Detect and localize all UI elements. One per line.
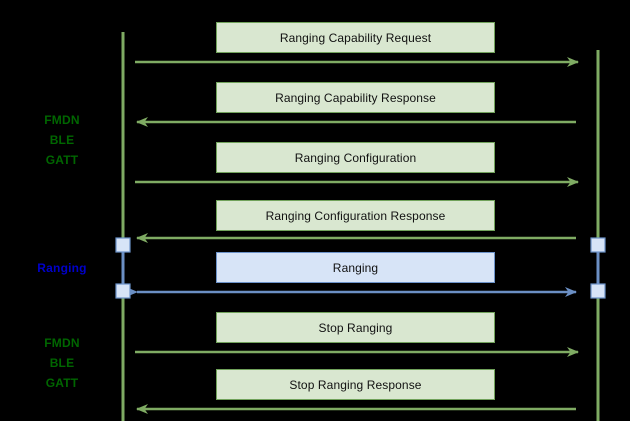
msg-ranging-configuration[interactable]: Ranging Configuration [216, 142, 495, 173]
activation-bars-group [115, 237, 606, 299]
phase-ranging-line-0: Ranging [37, 261, 87, 275]
phase-fmdn-ble-gatt-2-line-2: GATT [45, 376, 79, 390]
phase-fmdn-ble-gatt-2-line-1: BLE [49, 356, 75, 370]
activation-right-start-marker [590, 237, 606, 253]
msg-stop-ranging-response[interactable]: Stop Ranging Response [216, 369, 495, 400]
msg-stop-ranging-label: Stop Ranging [318, 320, 393, 335]
msg-ranging-configuration-response[interactable]: Ranging Configuration Response [216, 200, 495, 231]
msg-stop-ranging-response-label: Stop Ranging Response [289, 377, 422, 392]
activation-left-start-marker [115, 237, 131, 253]
msg-ranging-capability-request[interactable]: Ranging Capability Request [216, 22, 495, 53]
phase-fmdn-ble-gatt-2-line-0: FMDN [44, 336, 80, 350]
msg-ranging-configuration-label: Ranging Configuration [294, 150, 417, 165]
msg-ranging-capability-response[interactable]: Ranging Capability Response [216, 82, 495, 113]
phase-ranging: Ranging [27, 258, 97, 278]
lifelines-group [121, 32, 600, 421]
activation-right-end-marker [590, 283, 606, 299]
phase-fmdn-ble-gatt-1: FMDN BLE GATT [27, 110, 97, 170]
activation-left-end-marker [115, 283, 131, 299]
msg-ranging-label: Ranging [332, 260, 379, 275]
msg-ranging-capability-request-label: Ranging Capability Request [279, 30, 432, 45]
msg-ranging-capability-response-label: Ranging Capability Response [275, 90, 436, 105]
message-arrows-group [126, 57, 579, 414]
msg-ranging-configuration-response-label: Ranging Configuration Response [265, 208, 446, 223]
msg-ranging[interactable]: Ranging [216, 252, 495, 283]
phase-fmdn-ble-gatt-1-line-1: BLE [49, 133, 75, 147]
phase-fmdn-ble-gatt-1-line-0: FMDN [44, 113, 80, 127]
phase-fmdn-ble-gatt-1-line-2: GATT [45, 153, 79, 167]
phase-fmdn-ble-gatt-2: FMDN BLE GATT [27, 333, 97, 393]
msg-stop-ranging[interactable]: Stop Ranging [216, 312, 495, 343]
